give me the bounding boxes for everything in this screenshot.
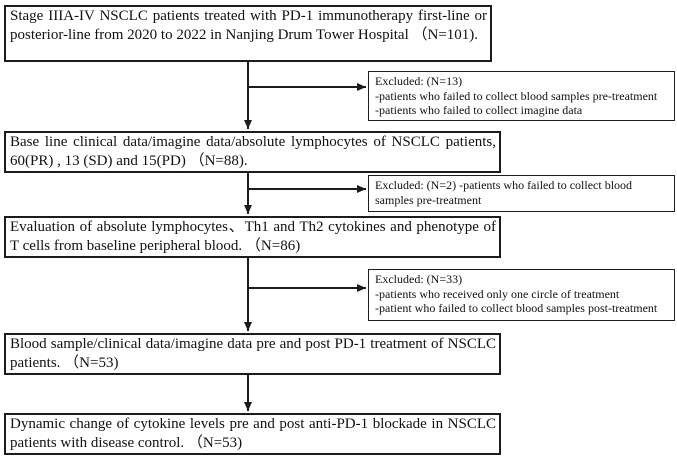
exclusion-reason: -patients who received only one circle o… [375,286,620,301]
exclusion-reason: -patients who failed to collect blood sa… [375,88,658,103]
exclusion-box-n33: Excluded: (N=33) -patients who received … [368,269,675,321]
exclusion-reason: -patient who failed to collect blood sam… [375,301,658,315]
exclusion-reason: -patients who failed to collect imagine … [375,103,583,117]
exclusion-header: Excluded: (N=13) [375,74,463,88]
flow-box-enrolled-patients: Stage IIIA-IV NSCLC patients treated wit… [4,5,492,62]
exclusion-box-n2: Excluded: (N=2) -patients who failed to … [368,175,675,212]
flow-box-baseline-evaluation: Evaluation of absolute lymphocytes、Th1 a… [4,216,501,258]
exclusion-reason: Excluded: (N=2) -patients who failed to … [375,178,633,207]
flow-box-baseline-data: Base line clinical data/imagine data/abs… [4,131,501,173]
exclusion-box-n13: Excluded: (N=13) -patients who failed to… [368,71,675,121]
flow-box-dynamic-cytokine-change: Dynamic change of cytokine levels pre an… [4,413,501,455]
exclusion-header: Excluded: (N=33) [375,272,463,286]
flow-box-pre-post-treatment-data: Blood sample/clinical data/imagine data … [4,333,501,375]
